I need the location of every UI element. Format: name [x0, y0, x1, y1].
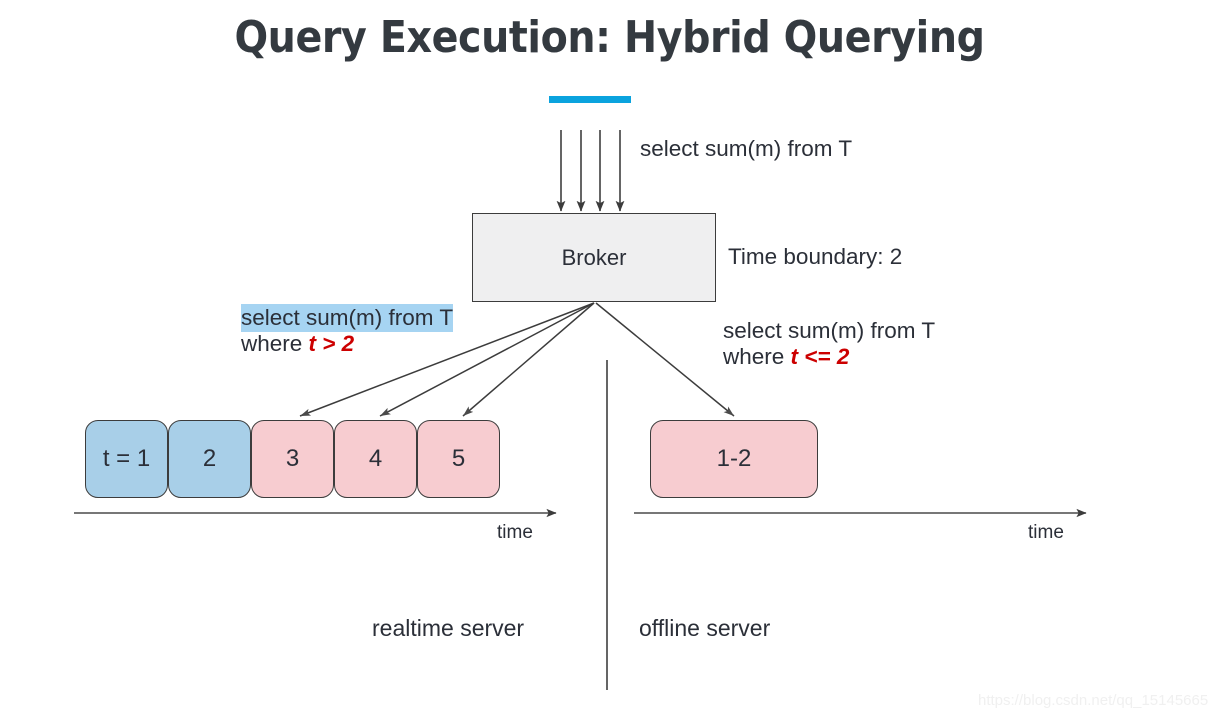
realtime-segment-3-label: 3 — [285, 445, 300, 472]
realtime-segment-1-label: t = 1 — [102, 445, 151, 472]
offline-query-block: select sum(m) from T where t <= 2 — [723, 318, 935, 370]
realtime-query-condition: t > 2 — [308, 331, 355, 356]
realtime-segment-3[interactable]: 3 — [251, 420, 334, 498]
realtime-segment-2[interactable]: 2 — [168, 420, 251, 498]
broker-to-realtime-arrows — [299, 302, 595, 417]
offline-server-label: offline server — [639, 615, 771, 641]
broker-label: Broker — [561, 244, 627, 270]
realtime-segment-4[interactable]: 4 — [334, 420, 417, 498]
broker-incoming-query-label: select sum(m) from T — [640, 136, 852, 163]
title-accent-bar — [549, 96, 631, 103]
offline-query-line-2: where t <= 2 — [723, 344, 935, 370]
broker-to-offline-arrow — [595, 302, 735, 417]
offline-segment-1[interactable]: 1-2 — [650, 420, 818, 498]
realtime-segment-2-label: 2 — [202, 445, 217, 472]
incoming-query-arrows — [556, 130, 625, 212]
realtime-query-where-prefix: where — [241, 331, 309, 356]
broker-node[interactable]: Broker — [472, 213, 716, 302]
realtime-query-block: select sum(m) from T where t > 2 — [241, 304, 454, 357]
offline-axis-label: time — [1028, 522, 1064, 543]
offline-query-condition: t <= 2 — [790, 344, 850, 369]
incoming-query-text: select sum(m) from T — [640, 136, 853, 161]
realtime-query-line-1-text: select sum(m) from T — [241, 304, 454, 332]
offline-segment-1-label: 1-2 — [716, 445, 752, 472]
offline-query-line-1: select sum(m) from T — [723, 318, 936, 343]
realtime-server-label: realtime server — [372, 615, 525, 641]
time-boundary-label: Time boundary: 2 — [728, 244, 903, 269]
page-title: Query Execution: Hybrid Querying — [234, 12, 985, 63]
realtime-query-line-1: select sum(m) from T — [241, 304, 454, 332]
realtime-axis-label: time — [497, 522, 533, 543]
realtime-segment-4-label: 4 — [368, 445, 383, 472]
realtime-segment-1[interactable]: t = 1 — [85, 420, 168, 498]
realtime-segment-5-label: 5 — [451, 445, 466, 472]
realtime-segment-5[interactable]: 5 — [417, 420, 500, 498]
offline-query-where-prefix: where — [723, 344, 791, 369]
watermark: https://blog.csdn.net/qq_15145665 — [978, 692, 1209, 709]
realtime-query-line-2: where t > 2 — [241, 331, 453, 357]
